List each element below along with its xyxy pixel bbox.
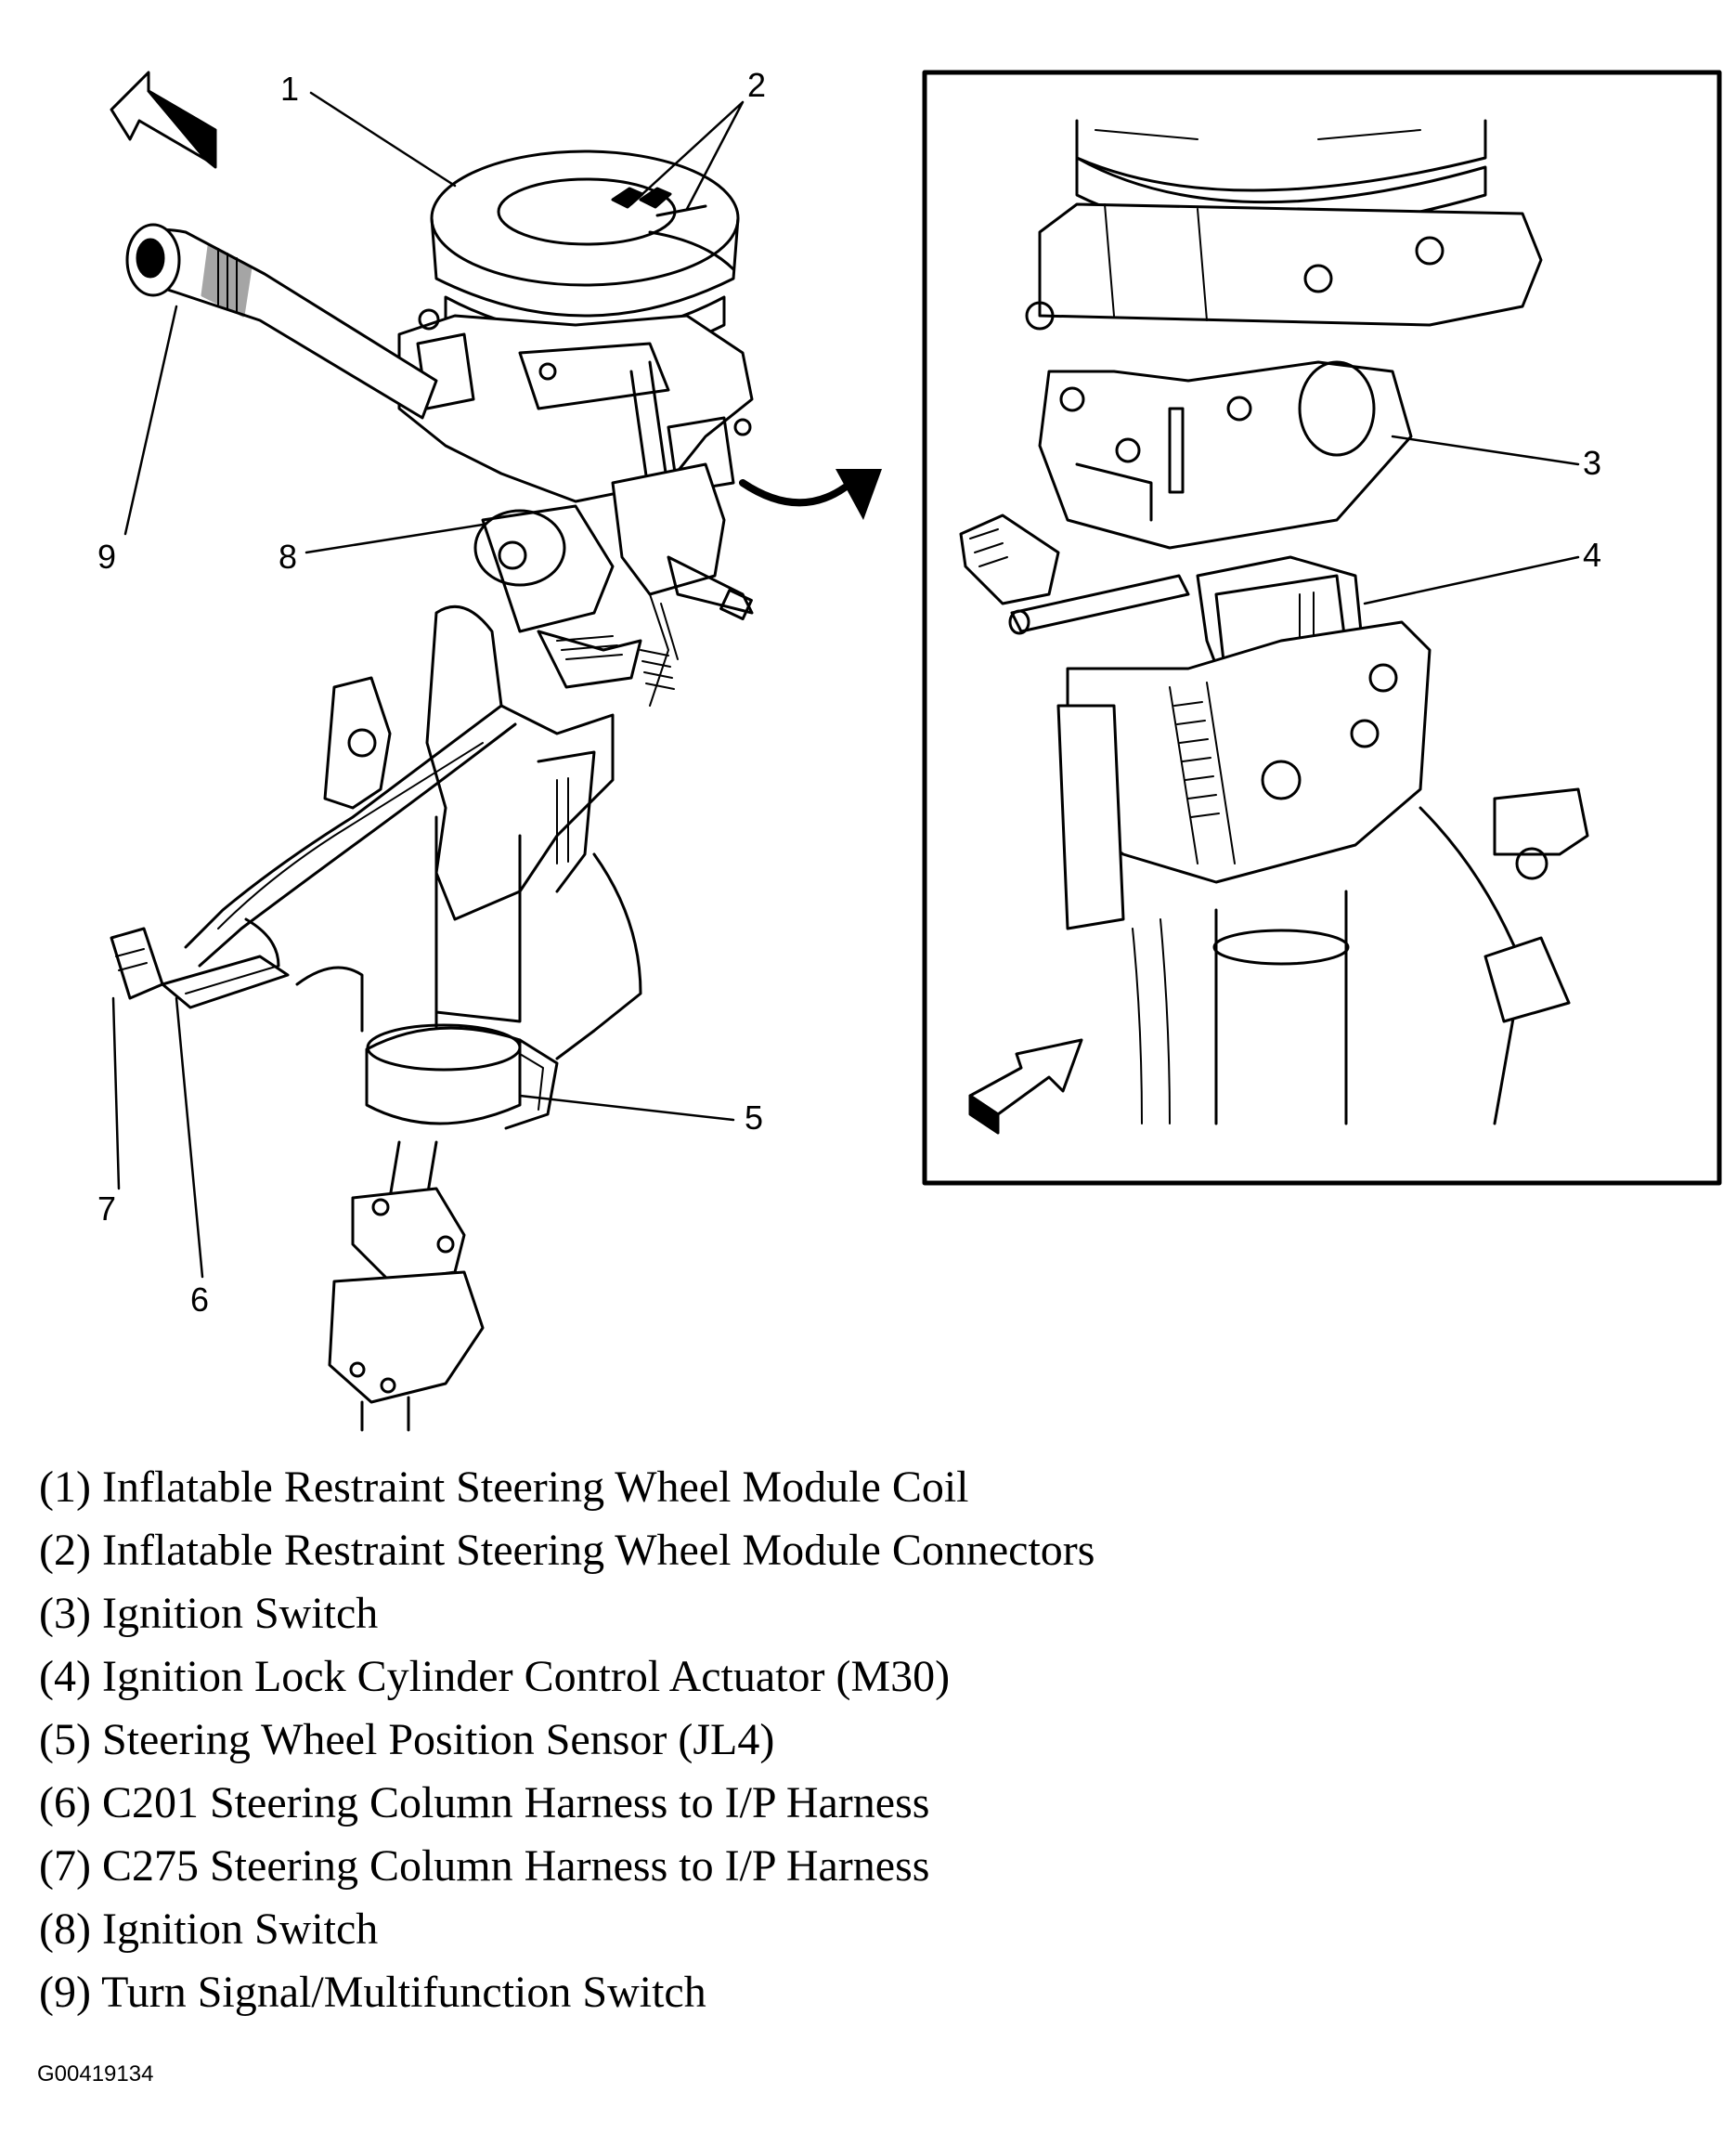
intermediate-shaft (328, 1140, 485, 1432)
legend-item: (9) Turn Signal/Multifunction Switch (39, 1968, 706, 2017)
wiring-harness (110, 704, 517, 1009)
legend-item: (3) Ignition Switch (39, 1589, 379, 1638)
switch-housing (397, 308, 754, 503)
steering-column-main-view (110, 91, 882, 1432)
column-jacket (295, 815, 642, 1130)
direction-arrow-icon (110, 71, 217, 169)
callout-6: 6 (190, 1280, 209, 1319)
callout-4: 4 (1583, 536, 1601, 574)
callout-5: 5 (745, 1098, 763, 1137)
callout-1: 1 (280, 70, 299, 108)
callout-8: 8 (279, 538, 297, 576)
parts-legend: (1) Inflatable Restraint Steering Wheel … (39, 1456, 1691, 2024)
callout-2: 2 (747, 66, 766, 104)
ignition-switch-main (473, 504, 642, 689)
leader-lines-detail (1363, 435, 1580, 605)
legend-item: (6) C201 Steering Column Harness to I/P … (39, 1778, 930, 1827)
detail-inset (922, 70, 1722, 1186)
callout-7: 7 (97, 1190, 116, 1228)
steering-column-illustration: 1 2 9 8 3 4 5 7 6 (97, 66, 1722, 1432)
legend-item: (1) Inflatable Restraint Steering Wheel … (39, 1462, 969, 1512)
turn-signal-stalk (125, 223, 438, 420)
figure-id: G00419134 (37, 2061, 154, 2086)
callout-numbers: 1 2 9 8 3 4 5 7 6 (97, 66, 1601, 1319)
zoom-detail-arrow-icon (739, 469, 882, 520)
legend-item: (4) Ignition Lock Cylinder Control Actua… (39, 1652, 951, 1701)
legend-item: (2) Inflatable Restraint Steering Wheel … (39, 1526, 1095, 1575)
legend-item: (7) C275 Steering Column Harness to I/P … (39, 1841, 930, 1891)
callout-3: 3 (1583, 444, 1601, 482)
callout-9: 9 (97, 538, 116, 576)
lock-actuator-main (611, 462, 754, 707)
legend-item: (8) Ignition Switch (39, 1904, 379, 1954)
ignition-switch-detail (1038, 360, 1413, 550)
direction-arrow-detail-icon (968, 1038, 1083, 1135)
leader-lines-main (111, 91, 745, 1279)
legend-item: (5) Steering Wheel Position Sensor (JL4) (39, 1715, 775, 1764)
column-bracket (323, 604, 615, 921)
